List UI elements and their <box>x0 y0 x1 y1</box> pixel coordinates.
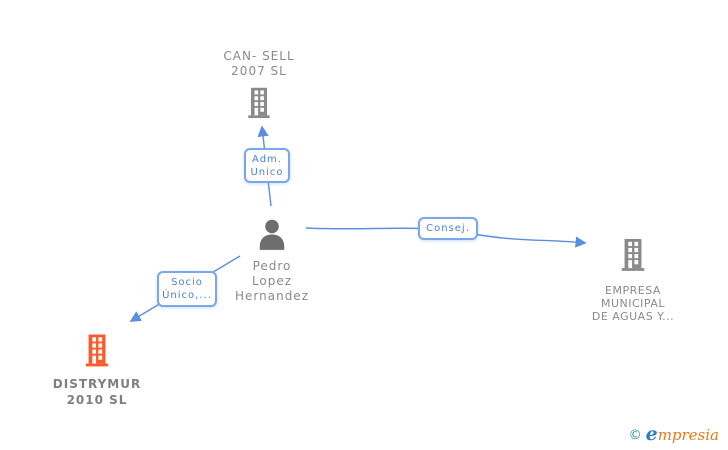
distrymur-label-line2: 2010 SL <box>66 393 128 407</box>
empresa-label-line3: DE AGUAS Y... <box>591 310 675 323</box>
empresia-logo-text: mpresia <box>657 426 719 444</box>
edge-label-socio-unico-line2: Único,... <box>162 290 212 301</box>
empresia-logo[interactable]: ©empresia <box>629 424 719 446</box>
edge-label-socio-unico-line1: Socio <box>171 277 203 288</box>
edge-label-socio-unico[interactable]: Socio Único,... <box>157 271 217 307</box>
empresia-logo-initial: e <box>645 423 658 445</box>
node-can-sell-label-line1: CAN- SELL <box>223 49 295 63</box>
node-can-sell-2007-sl[interactable]: CAN- SELL 2007 SL <box>189 49 329 122</box>
distrymur-label-line1: DISTRYMUR <box>52 377 142 391</box>
edge-label-adm-unico-line1: Adm. <box>252 153 282 165</box>
person-name-line3: Hernandez <box>235 289 309 303</box>
edge-label-consej-line1: Consej. <box>426 223 470 234</box>
empresa-label-line1: EMPRESA <box>605 284 661 297</box>
edge-label-adm-unico-line2: Unico <box>250 166 284 178</box>
copyright-icon: © <box>628 428 642 443</box>
node-distrymur-2010-sl[interactable]: DISTRYMUR 2010 SL <box>27 331 167 408</box>
node-empresa-municipal[interactable]: EMPRESA MUNICIPAL DE AGUAS Y... <box>563 233 703 323</box>
person-name-line1: Pedro <box>252 259 292 273</box>
building-icon <box>82 331 112 368</box>
person-name-line2: Lopez <box>251 274 293 288</box>
empresa-label-line2: MUNICIPAL <box>600 297 666 310</box>
node-can-sell-label-line2: 2007 SL <box>231 64 287 78</box>
building-icon <box>618 233 648 275</box>
edge-label-adm-unico[interactable]: Adm. Unico <box>244 148 290 183</box>
building-icon <box>243 86 275 118</box>
node-pedro-lopez-hernandez[interactable]: Pedro Lopez Hernandez <box>202 218 342 304</box>
edge-label-consej[interactable]: Consej. <box>418 217 478 240</box>
person-icon <box>255 218 289 252</box>
